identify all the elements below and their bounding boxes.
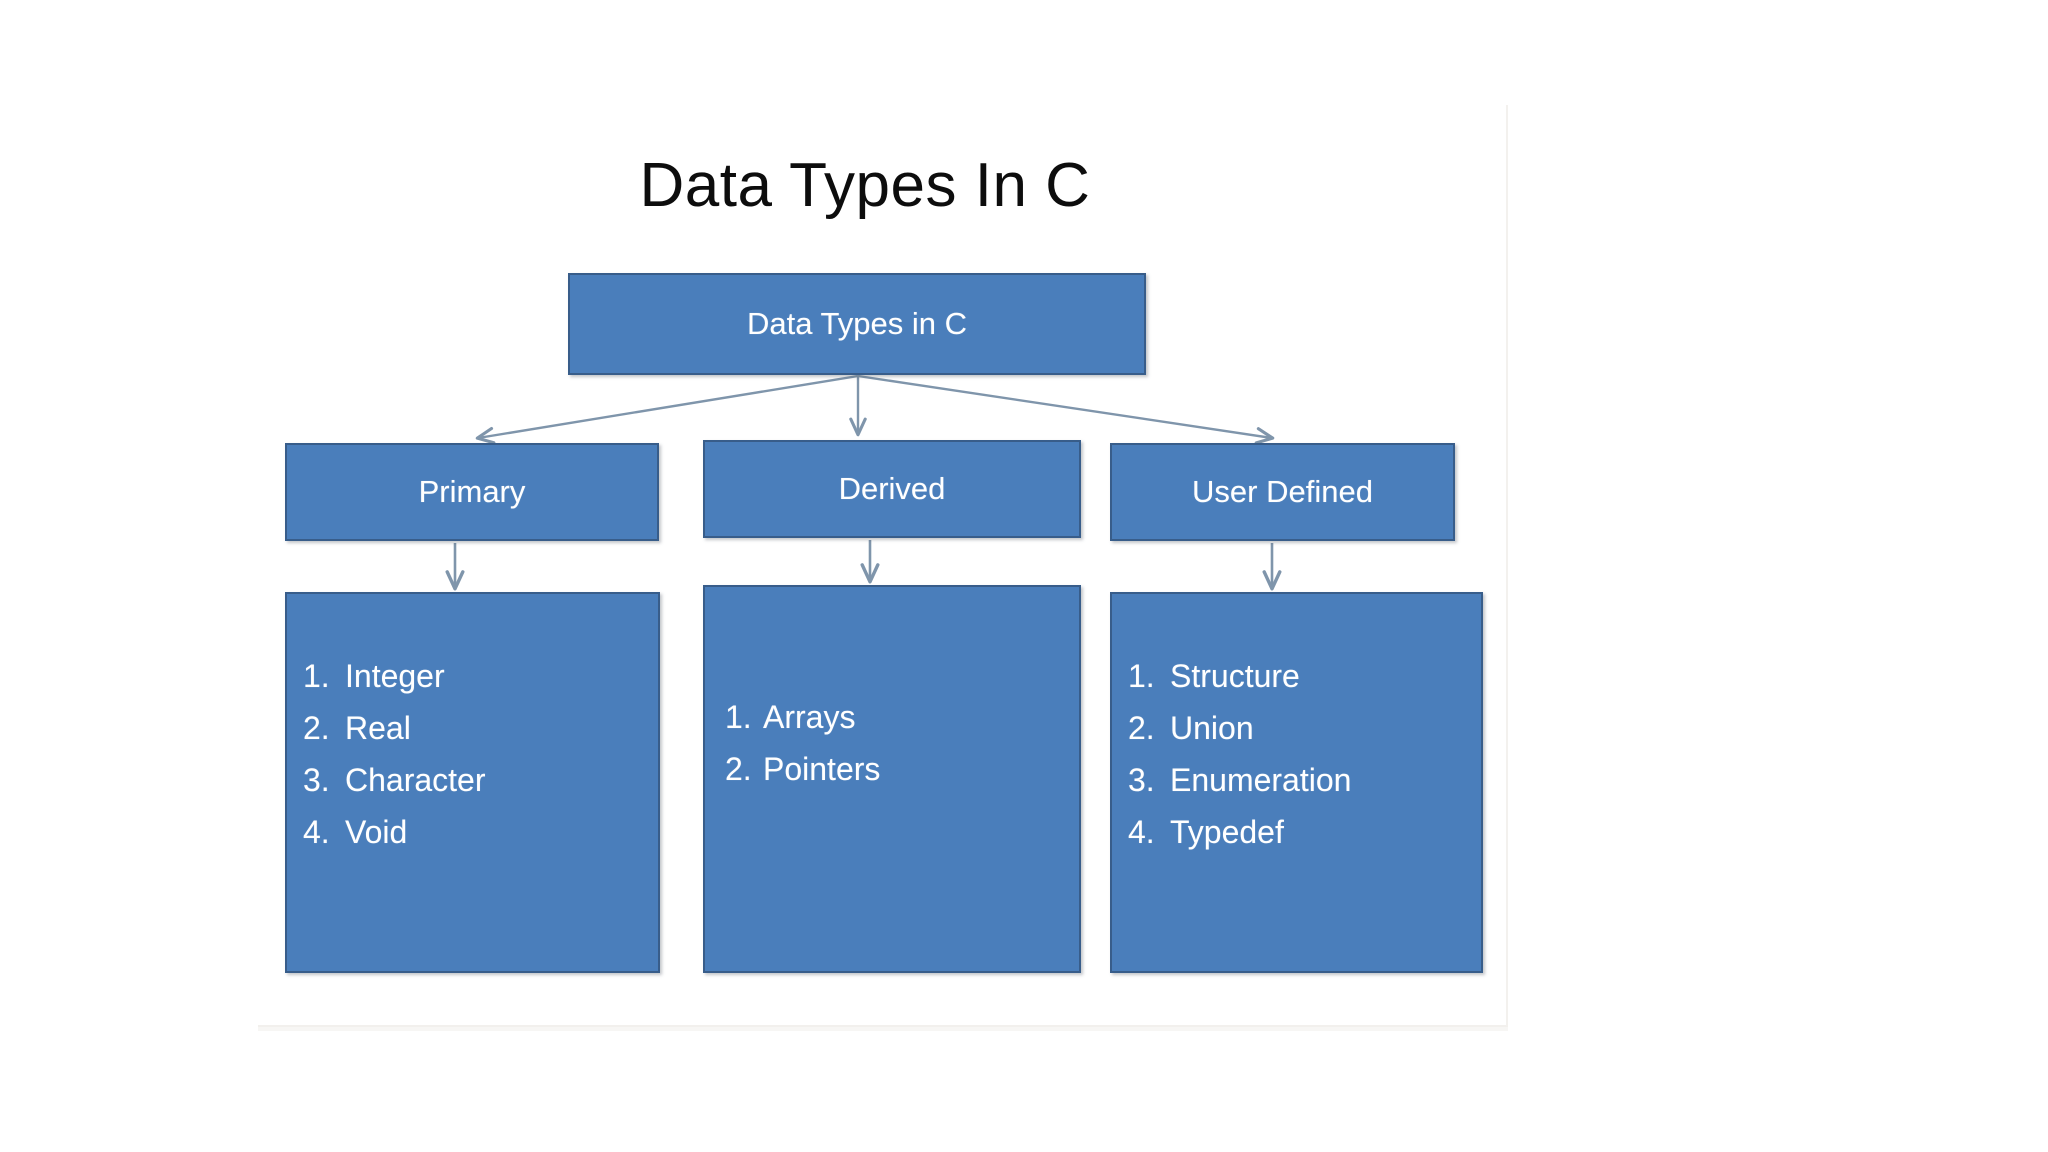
page-title: Data Types In C xyxy=(639,151,1091,220)
list-item-number: 2. xyxy=(303,710,330,746)
list-item-number: 1. xyxy=(725,699,752,735)
node-primary-label: Primary xyxy=(418,473,526,509)
list-item: 1. Structure xyxy=(1112,650,1481,702)
list-item-number: 3. xyxy=(303,762,330,798)
list-item-label: Enumeration xyxy=(1170,762,1352,798)
list-item: 2. Real xyxy=(287,702,658,754)
list-item-label: Character xyxy=(345,762,486,798)
list-item: 4. Void xyxy=(287,806,658,858)
list-item-number: 1. xyxy=(1128,658,1155,694)
user-defined-type-list: 1. Structure 2. Union 3. Enumeration 4. … xyxy=(1112,650,1481,858)
list-item-label: Void xyxy=(345,814,408,850)
list-item-number: 4. xyxy=(303,814,330,850)
list-item: 3. Character xyxy=(287,754,658,806)
list-item: 2. Union xyxy=(1112,702,1481,754)
primary-type-list: 1. Integer 2. Real 3. Character 4. Void xyxy=(287,650,658,858)
list-box-user-defined[interactable]: 1. Structure 2. Union 3. Enumeration 4. … xyxy=(1110,592,1483,973)
node-user-defined-label: User Defined xyxy=(1192,473,1373,509)
list-box-derived[interactable]: 1. Arrays 2. Pointers xyxy=(703,585,1081,973)
node-derived-label: Derived xyxy=(838,470,946,506)
list-item-label: Structure xyxy=(1170,658,1300,694)
node-primary[interactable]: Primary xyxy=(285,443,659,541)
list-item-number: 1. xyxy=(303,658,330,694)
list-item-label: Typedef xyxy=(1170,814,1284,850)
list-item: 3. Enumeration xyxy=(1112,754,1481,806)
list-item-number: 2. xyxy=(1128,710,1155,746)
list-item: 1. Arrays xyxy=(705,691,1079,743)
node-derived[interactable]: Derived xyxy=(703,440,1081,538)
list-item-label: Real xyxy=(345,710,411,746)
node-root-data-types[interactable]: Data Types in C xyxy=(568,273,1146,375)
list-item: 4. Typedef xyxy=(1112,806,1481,858)
list-item-number: 2. xyxy=(725,751,752,787)
list-item-label: Integer xyxy=(345,658,445,694)
derived-type-list: 1. Arrays 2. Pointers xyxy=(705,691,1079,795)
node-user-defined[interactable]: User Defined xyxy=(1110,443,1455,541)
list-item-number: 4. xyxy=(1128,814,1155,850)
list-item-label: Union xyxy=(1170,710,1254,746)
node-root-label: Data Types in C xyxy=(747,305,967,341)
list-item-label: Pointers xyxy=(763,751,881,787)
list-item-number: 3. xyxy=(1128,762,1155,798)
list-item: 2. Pointers xyxy=(705,743,1079,795)
list-item: 1. Integer xyxy=(287,650,658,702)
list-box-primary[interactable]: 1. Integer 2. Real 3. Character 4. Void xyxy=(285,592,660,973)
list-item-label: Arrays xyxy=(763,699,856,735)
